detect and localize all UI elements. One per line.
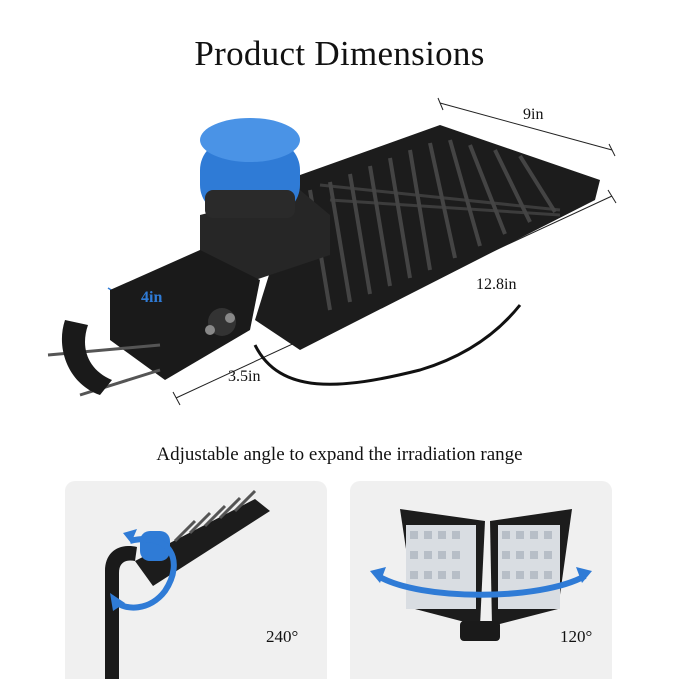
- rotation-120-panel: 120°: [350, 481, 612, 679]
- width-dimension-label: 9in: [523, 106, 544, 123]
- pole-mount-illustration: [105, 489, 270, 679]
- dual-head-illustration: [370, 509, 592, 641]
- rotation-240-label: 240°: [266, 627, 299, 646]
- page-title: Product Dimensions: [194, 34, 485, 73]
- rotation-120-label: 120°: [560, 627, 593, 646]
- bracket-depth-dimension-label: 3.5in: [228, 368, 261, 385]
- length-dimension-label: 12.8in: [476, 276, 517, 293]
- bracket-width-dimension-label: 4in: [141, 289, 163, 306]
- angle-subtitle: Adjustable angle to expand the irradiati…: [156, 444, 523, 465]
- rotation-240-panel: 240°: [65, 481, 327, 679]
- product-illustration: [47, 97, 617, 406]
